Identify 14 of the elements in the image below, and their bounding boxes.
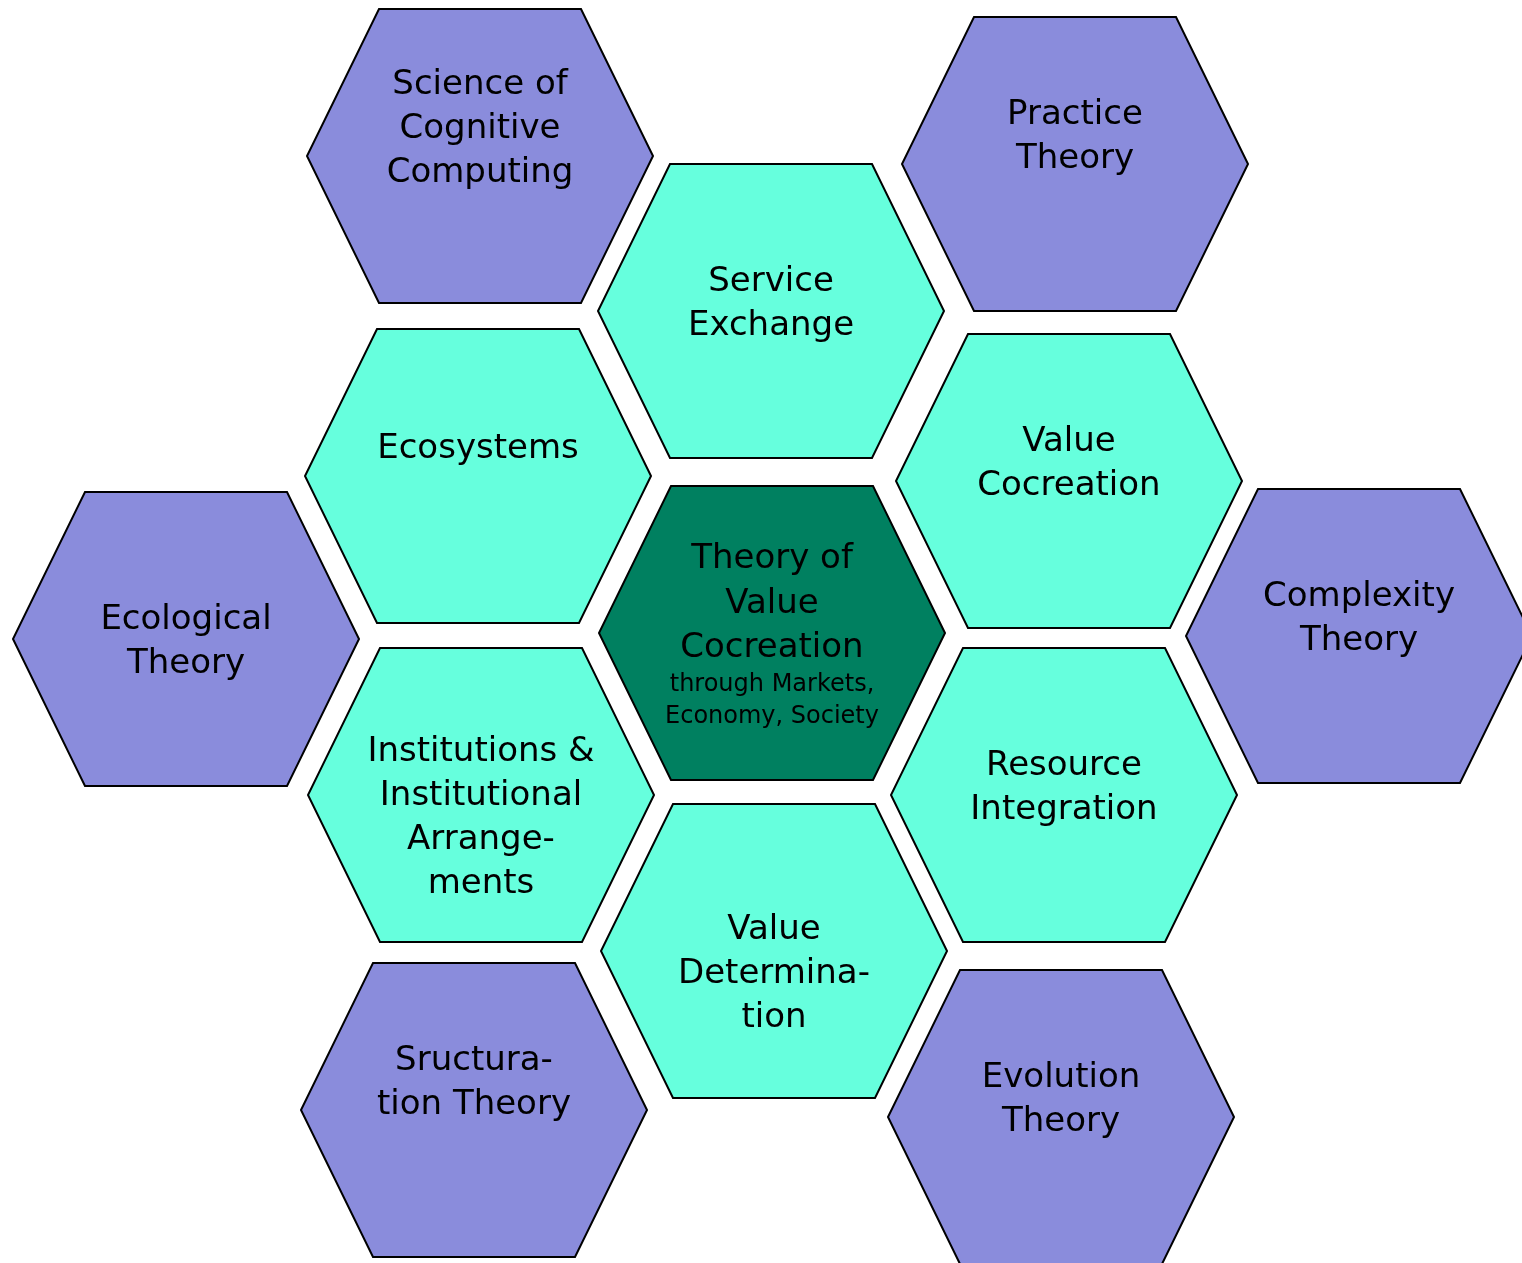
hexagon-label: Ecosystems [377, 424, 579, 468]
hexagon-label: Value Determina- tion [677, 905, 871, 1038]
hexagon-label: Evolution Theory [980, 1053, 1142, 1141]
hexagon-label: Sructura- tion Theory [375, 1036, 573, 1124]
hexagon-label: Resource Integration [969, 741, 1159, 829]
hexagon-label: Practice Theory [1006, 90, 1144, 178]
hexagon-label: Theory of Value Cocreation [679, 535, 865, 667]
hexagon-label: Ecological Theory [99, 595, 273, 683]
hexagon-subtitle: through Markets, Economy, Society [664, 667, 880, 732]
hexagon-label: Institutions & Institutional Arrange- ments [367, 727, 595, 904]
hexagon-label: Service Exchange [686, 257, 856, 345]
hexagon-label: Complexity Theory [1262, 572, 1456, 660]
hexagon-label: Science of Cognitive Computing [385, 60, 575, 193]
hexagon-label: Value Cocreation [976, 417, 1162, 505]
